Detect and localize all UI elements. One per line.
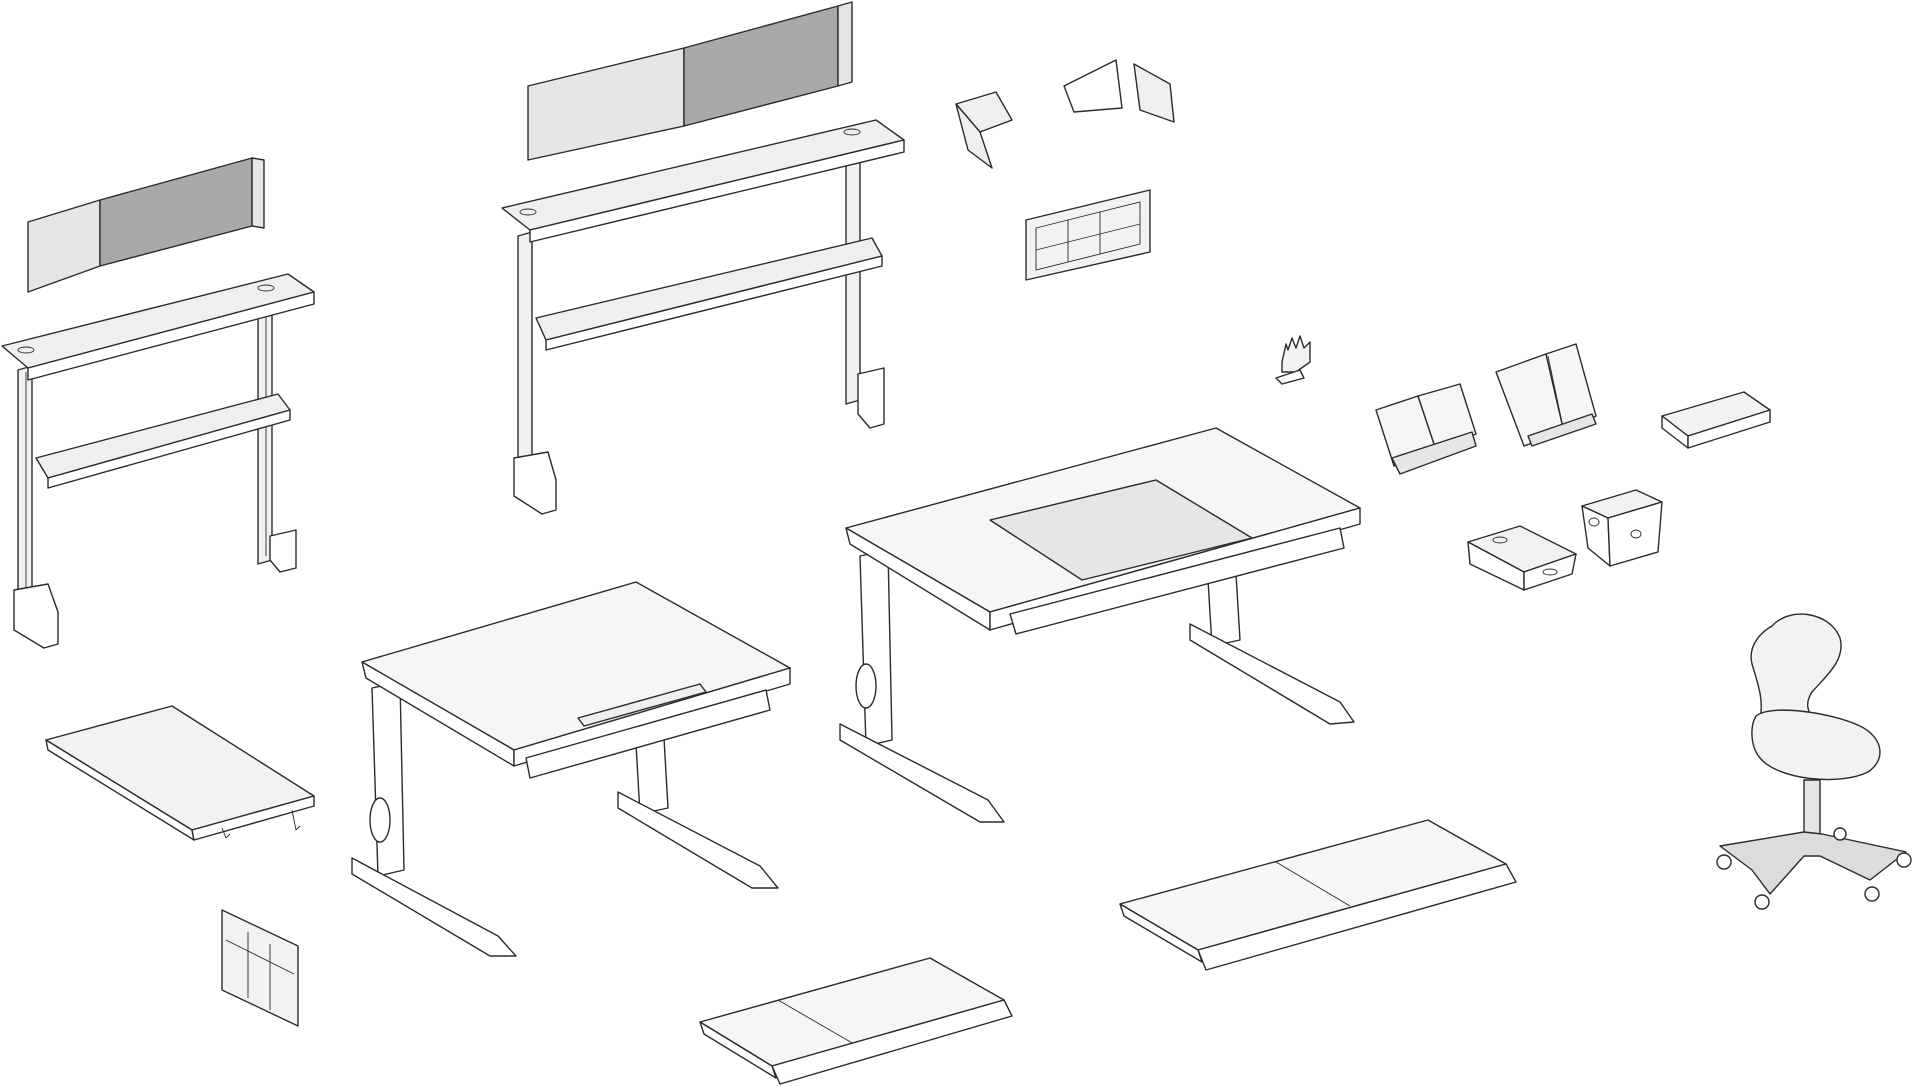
large-pinboard-panel xyxy=(527,1,853,161)
large-upper-shelf xyxy=(501,119,905,243)
small-desk-drawer-front xyxy=(525,689,771,779)
large-lower-shelf xyxy=(535,237,883,351)
large-height-adjustable-desk xyxy=(839,427,1361,823)
small-upper-shelf xyxy=(1,273,315,381)
large-desk-drawer-front xyxy=(1009,527,1345,635)
chair-backrest xyxy=(1750,613,1842,721)
small-drawer xyxy=(699,957,1013,1085)
large-shelf-unit xyxy=(501,1,905,515)
side-table-extension xyxy=(45,705,315,841)
small-desk-top xyxy=(361,581,791,767)
swivel-chair xyxy=(1716,613,1912,910)
bookend-dividers xyxy=(955,59,1175,169)
storage-box-tall xyxy=(1581,489,1663,567)
small-lower-shelf xyxy=(35,393,291,489)
hand-rest-accessory xyxy=(1275,335,1311,385)
small-shelf-uprights xyxy=(13,307,297,649)
large-shelf-uprights xyxy=(513,155,885,515)
chair-seat xyxy=(1751,709,1881,781)
large-drawer xyxy=(1119,819,1517,971)
storage-box-low xyxy=(1467,525,1577,591)
small-wall-organizer xyxy=(221,909,299,1027)
large-desk-legs xyxy=(839,549,1355,823)
small-height-adjustable-desk xyxy=(351,581,791,957)
desk-pad xyxy=(989,479,1253,581)
small-shelf-unit xyxy=(1,157,315,649)
reading-stand-right xyxy=(1495,343,1597,447)
organizer-tray xyxy=(1661,391,1771,449)
small-desk-legs xyxy=(351,681,779,957)
wall-document-organizer xyxy=(1025,189,1151,281)
small-pinboard-panel xyxy=(27,157,265,293)
reading-stand-left xyxy=(1375,383,1477,475)
